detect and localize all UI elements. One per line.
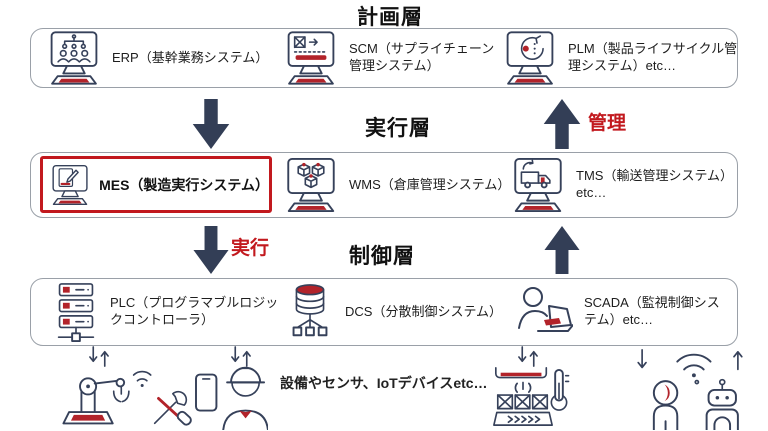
- system-wms: WMS（倉庫管理システム）: [284, 153, 510, 217]
- system-scm: SCM（サプライチェーン管理システム）: [284, 29, 503, 87]
- erp-label: ERP（基幹業務システム）: [112, 49, 269, 65]
- system-plm: PLM（製品ライフサイクル管理システム）etc…: [503, 29, 748, 87]
- updown-arrows-icon: [518, 346, 538, 367]
- dcs-label: DCS（分散制御システム）: [345, 303, 503, 319]
- scada-label: SCADA（監視制御システム）etc…: [584, 295, 720, 327]
- monitor-document-pencil-icon: [52, 164, 88, 205]
- system-mes-highlighted: MES（製造実行システム）: [40, 156, 272, 213]
- operator-laptop-icon: [518, 287, 573, 332]
- down-arrow-plan-to-exec: [192, 99, 230, 149]
- worker-icon: [195, 366, 268, 430]
- monitor-truck-icon: [514, 158, 562, 212]
- scm-label: SCM（サプライチェーン管理システム）: [349, 41, 495, 73]
- monitor-lifecycle-icon: [506, 31, 554, 85]
- monitor-conveyor-icon: [287, 31, 335, 85]
- system-plc: PLC（プログラマブルロジックコントローラ）: [53, 279, 280, 345]
- updown-arrows-icon: [231, 346, 251, 367]
- plm-label: PLM（製品ライフサイクル管理システム）etc…: [568, 41, 738, 73]
- system-erp: ERP（基幹業務システム）: [47, 29, 268, 87]
- system-tms: TMS（輸送管理システム）etc…: [511, 153, 762, 217]
- conveyor-sensor-icon: [493, 367, 553, 426]
- robot-arm-icon: [62, 370, 152, 425]
- control-layer-box: PLC（プログラマブルロジックコントローラ） DCS（分散制御システム）: [30, 278, 738, 346]
- monitor-boxes-icon: [287, 158, 335, 212]
- server-stack-icon: [57, 283, 95, 342]
- execution-layer-title: 実行層: [365, 117, 431, 140]
- human-and-robot-icon: [637, 349, 743, 430]
- control-layer-title: 制御層: [349, 245, 415, 268]
- updown-arrows-icon: [89, 346, 109, 367]
- planning-layer-title: 計画層: [357, 6, 423, 29]
- up-arrow-control-to-exec: [544, 226, 580, 274]
- monitor-org-chart-icon: [50, 31, 98, 85]
- wms-label: WMS（倉庫管理システム）: [349, 176, 511, 192]
- mes-label: MES（製造実行システム）: [99, 176, 269, 193]
- execute-flow-label: 実行: [231, 238, 270, 259]
- tms-label: TMS（輸送管理システム）etc…: [576, 168, 734, 200]
- system-scada: SCADA（監視制御システム）etc…: [515, 279, 724, 345]
- up-arrow-exec-to-plan: [543, 99, 581, 149]
- planning-layer-box: ERP（基幹業務システム） SCM（サプライチェーン管理システム）: [30, 28, 738, 88]
- ground-caption: 設備やセンサ、IoTデバイスetc…: [280, 375, 488, 391]
- thermometer-icon: [550, 368, 570, 411]
- system-dcs: DCS（分散制御システム）: [286, 279, 502, 345]
- manage-flow-label: 管理: [588, 113, 627, 134]
- database-network-icon: [292, 284, 328, 337]
- plc-label: PLC（プログラマブルロジックコントローラ）: [110, 295, 279, 327]
- execution-layer-box: MES（製造実行システム） WMS（倉庫管理システム）: [30, 152, 738, 218]
- down-arrow-exec-to-control: [193, 226, 229, 274]
- tools-icon: [153, 390, 192, 426]
